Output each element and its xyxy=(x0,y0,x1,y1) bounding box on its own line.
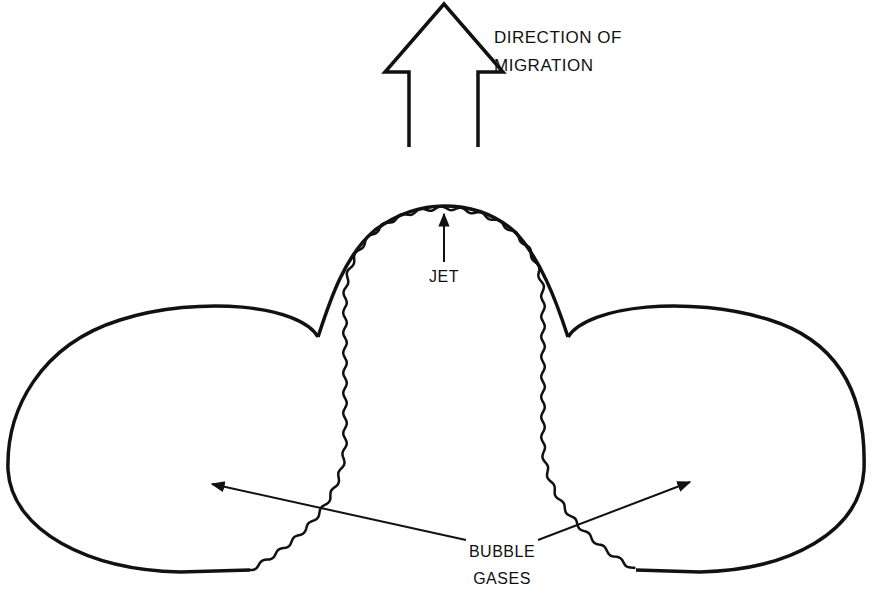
bubble-outline xyxy=(318,206,568,337)
migration-arrow xyxy=(385,4,503,147)
leader-line xyxy=(443,214,445,262)
leader-line xyxy=(538,482,690,540)
bubble-gases-label: BUBBLE GASES xyxy=(457,538,547,592)
right-lobe xyxy=(568,306,864,572)
jet-label: JET xyxy=(424,266,464,288)
left-lobe xyxy=(8,306,318,572)
jet-surface xyxy=(250,206,635,570)
direction-label: DIRECTION OF MIGRATION xyxy=(494,24,629,80)
leader-line xyxy=(212,484,466,540)
